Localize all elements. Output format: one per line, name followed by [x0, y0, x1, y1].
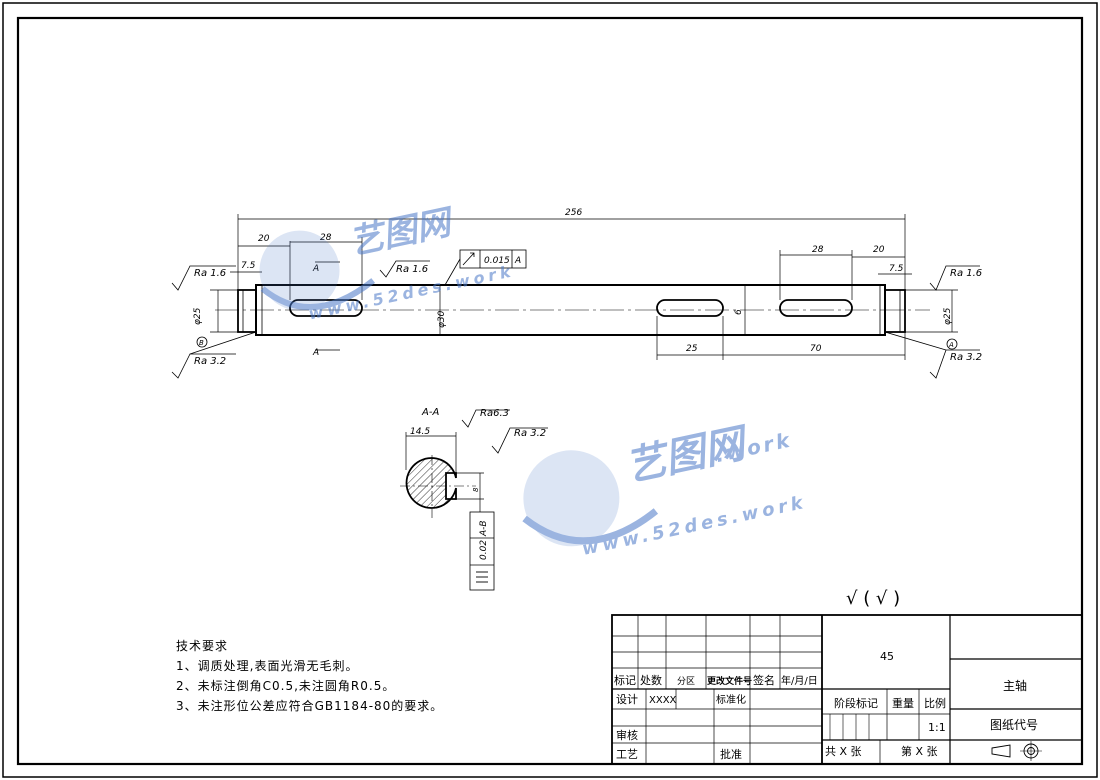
tb-label-mark: 标记 [614, 673, 636, 687]
left-end-journal [237, 289, 257, 333]
tb-drawing-no-label: 图纸代号 [990, 718, 1038, 732]
right-end-journal [884, 289, 906, 333]
tb-part-name: 主轴 [1003, 678, 1027, 693]
runout-datum: A [514, 256, 521, 266]
section-marker-bottom: A [312, 348, 319, 358]
tb-label-change-doc: 更改文件号 [707, 675, 752, 687]
dim-left-end-diameter: φ25 [193, 307, 203, 325]
runout-value: 0.015 [484, 256, 510, 266]
datum-left: B [199, 339, 204, 347]
shaft-main-view [215, 284, 930, 336]
section-marker-top: A [312, 264, 319, 274]
dimension-lines [210, 214, 958, 360]
dim-left-keyway-length: 28 [320, 233, 332, 243]
tb-scale-label: 比例 [924, 696, 946, 710]
tb-review-label: 审核 [616, 728, 638, 742]
roughness-left-bottom: Ra 3.2 [194, 356, 226, 367]
general-roughness: √ ( √ ) [846, 588, 900, 609]
tb-design-label: 设计 [616, 693, 638, 706]
dim-main-diameter: φ30 [437, 310, 447, 328]
note-item-2: 2、未标注倒角C0.5,未注圆角R0.5。 [176, 679, 396, 693]
tb-label-zone: 分区 [677, 676, 695, 687]
dim-section-width: 8 [472, 487, 480, 492]
dim-right-end-diameter: φ25 [943, 307, 953, 325]
tb-label-signature: 签名 [753, 673, 775, 687]
tb-label-date: 年/月/日 [781, 674, 818, 687]
tb-designer: XXXX [649, 695, 677, 706]
datum-right: A [948, 341, 954, 349]
dim-section-depth: 14.5 [410, 427, 430, 437]
dim-overall-length: 256 [565, 208, 582, 218]
tb-label-count: 处数 [640, 674, 662, 687]
technical-notes: 技术要求 1、调质处理,表面光滑无毛刺。 2、未标注倒角C0.5,未注圆角R0.… [176, 636, 443, 716]
tb-weight-label: 重量 [892, 696, 914, 710]
tb-stage-label: 阶段标记 [834, 696, 878, 710]
note-item-3: 3、未注形位公差应符合GB1184-80的要求。 [176, 699, 444, 713]
roughness-left-top: Ra 1.6 [194, 268, 226, 279]
dim-left-shoulder: 7.5 [241, 261, 256, 271]
tb-approve-label: 批准 [720, 747, 742, 761]
dim-right-shoulder: 7.5 [889, 264, 904, 274]
middle-keyway [656, 299, 724, 317]
watermark-logo-center: 艺图网 .work www.52des.work [522, 420, 809, 560]
right-keyway [779, 299, 853, 317]
section-title: A-A [421, 407, 439, 418]
tb-process-label: 工艺 [616, 748, 638, 761]
datum-symbols [196, 336, 958, 350]
tb-sheet-no: 第 X 张 [901, 744, 938, 758]
runout-tolerance-frame [444, 249, 527, 286]
roughness-section-a: Ra6.3 [480, 408, 509, 419]
dim-left-step: 20 [258, 234, 270, 244]
roughness-section-b: Ra 3.2 [514, 428, 546, 439]
tb-standardization-label: 标准化 [716, 693, 746, 706]
inner-border [16, 16, 1084, 766]
sym-tolerance-datum: A-B [479, 520, 489, 537]
left-keyway [289, 299, 363, 317]
roughness-right-top: Ra 1.6 [950, 268, 982, 279]
roughness-right-bottom: Ra 3.2 [950, 352, 982, 363]
dim-keyway-offset: 25 [686, 344, 698, 354]
note-item-1: 1、调质处理,表面光滑无毛刺。 [176, 659, 359, 673]
section-view [400, 432, 495, 591]
roughness-symbols [171, 260, 980, 454]
tb-sheets-total: 共 X 张 [825, 745, 862, 758]
tb-scale-value: 1:1 [928, 721, 946, 734]
dim-right-step: 20 [873, 245, 885, 255]
sym-tolerance-value: 0.02 [479, 540, 489, 560]
notes-title: 技术要求 [176, 639, 229, 653]
dim-keyway-span: 70 [810, 344, 822, 354]
dim-right-keyway-length: 28 [812, 245, 824, 255]
roughness-mid: Ra 1.6 [396, 264, 428, 275]
dim-keyway-width: 6 [734, 309, 744, 315]
tb-material: 45 [880, 650, 894, 663]
svg-text:艺图网: 艺图网 [346, 202, 459, 263]
title-block [611, 614, 1083, 765]
